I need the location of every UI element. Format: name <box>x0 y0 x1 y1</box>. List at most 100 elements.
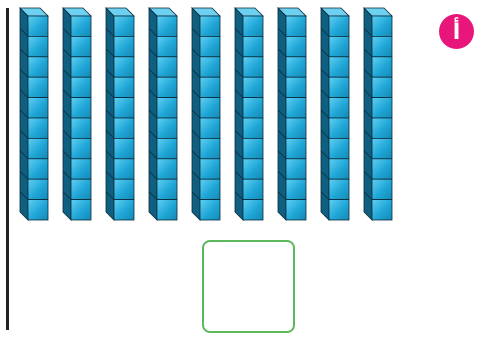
unit-cube <box>28 200 48 220</box>
unit-cube <box>28 98 48 118</box>
unit-cube <box>71 200 91 220</box>
unit-cube <box>286 179 306 199</box>
unit-cube <box>372 16 392 36</box>
unit-cube <box>114 118 134 138</box>
unit-cube <box>200 36 220 56</box>
unit-cube <box>114 138 134 158</box>
unit-cube <box>286 200 306 220</box>
unit-cube <box>329 118 349 138</box>
unit-cube <box>200 200 220 220</box>
unit-cube <box>372 98 392 118</box>
unit-cube <box>28 57 48 77</box>
unit-cube <box>28 138 48 158</box>
unit-cube <box>28 118 48 138</box>
unit-cube <box>71 118 91 138</box>
unit-cube <box>329 36 349 56</box>
ten-rod <box>321 8 349 220</box>
unit-cube <box>200 138 220 158</box>
unit-cube <box>286 118 306 138</box>
ten-rod <box>149 8 177 220</box>
unit-cube <box>286 77 306 97</box>
unit-cube <box>243 16 263 36</box>
unit-cube <box>372 138 392 158</box>
ten-rod <box>192 8 220 220</box>
unit-cube <box>28 179 48 199</box>
unit-cube <box>372 179 392 199</box>
unit-cube <box>157 159 177 179</box>
ten-rod <box>20 8 48 220</box>
unit-cube <box>286 98 306 118</box>
unit-cube <box>28 77 48 97</box>
question-label-badge: أ <box>439 14 474 49</box>
ten-rod <box>364 8 392 220</box>
unit-cube <box>243 200 263 220</box>
unit-cube <box>329 138 349 158</box>
unit-cube <box>114 200 134 220</box>
unit-cube <box>243 98 263 118</box>
unit-cube <box>243 36 263 56</box>
unit-cube <box>114 36 134 56</box>
unit-cube <box>71 36 91 56</box>
unit-cube <box>372 57 392 77</box>
ten-rod <box>235 8 263 220</box>
unit-cube <box>329 179 349 199</box>
unit-cube <box>71 179 91 199</box>
unit-cube <box>200 57 220 77</box>
unit-cube <box>71 138 91 158</box>
unit-cube <box>329 98 349 118</box>
unit-cube <box>114 98 134 118</box>
ten-rod <box>106 8 134 220</box>
unit-cube <box>114 57 134 77</box>
unit-cube <box>114 77 134 97</box>
unit-cube <box>243 57 263 77</box>
unit-cube <box>28 159 48 179</box>
unit-cube <box>372 118 392 138</box>
unit-cube <box>114 159 134 179</box>
unit-cube <box>329 57 349 77</box>
unit-cube <box>329 77 349 97</box>
unit-cube <box>71 159 91 179</box>
unit-cube <box>200 179 220 199</box>
unit-cube <box>286 138 306 158</box>
unit-cube <box>157 57 177 77</box>
unit-cube <box>157 179 177 199</box>
unit-cube <box>329 16 349 36</box>
unit-cube <box>71 57 91 77</box>
ten-rod <box>278 8 306 220</box>
unit-cube <box>243 159 263 179</box>
unit-cube <box>157 36 177 56</box>
unit-cube <box>286 57 306 77</box>
unit-cube <box>114 179 134 199</box>
ten-rod <box>63 8 91 220</box>
unit-cube <box>200 159 220 179</box>
unit-cube <box>114 16 134 36</box>
unit-cube <box>28 36 48 56</box>
unit-cube <box>286 36 306 56</box>
unit-cube <box>243 77 263 97</box>
unit-cube <box>372 200 392 220</box>
unit-cube <box>157 118 177 138</box>
unit-cube <box>157 16 177 36</box>
unit-cube <box>243 118 263 138</box>
unit-cube <box>200 77 220 97</box>
unit-cube <box>157 138 177 158</box>
unit-cube <box>243 179 263 199</box>
unit-cube <box>157 200 177 220</box>
unit-cube <box>71 98 91 118</box>
answer-box[interactable] <box>202 240 295 333</box>
unit-cube <box>329 200 349 220</box>
unit-cube <box>243 138 263 158</box>
unit-cube <box>200 16 220 36</box>
unit-cube <box>372 36 392 56</box>
unit-cube <box>200 98 220 118</box>
unit-cube <box>157 77 177 97</box>
unit-cube <box>157 98 177 118</box>
unit-cube <box>28 16 48 36</box>
unit-cube <box>329 159 349 179</box>
unit-cube <box>286 159 306 179</box>
unit-cube <box>372 77 392 97</box>
unit-cube <box>71 16 91 36</box>
unit-cube <box>372 159 392 179</box>
unit-cube <box>200 118 220 138</box>
unit-cube <box>286 16 306 36</box>
